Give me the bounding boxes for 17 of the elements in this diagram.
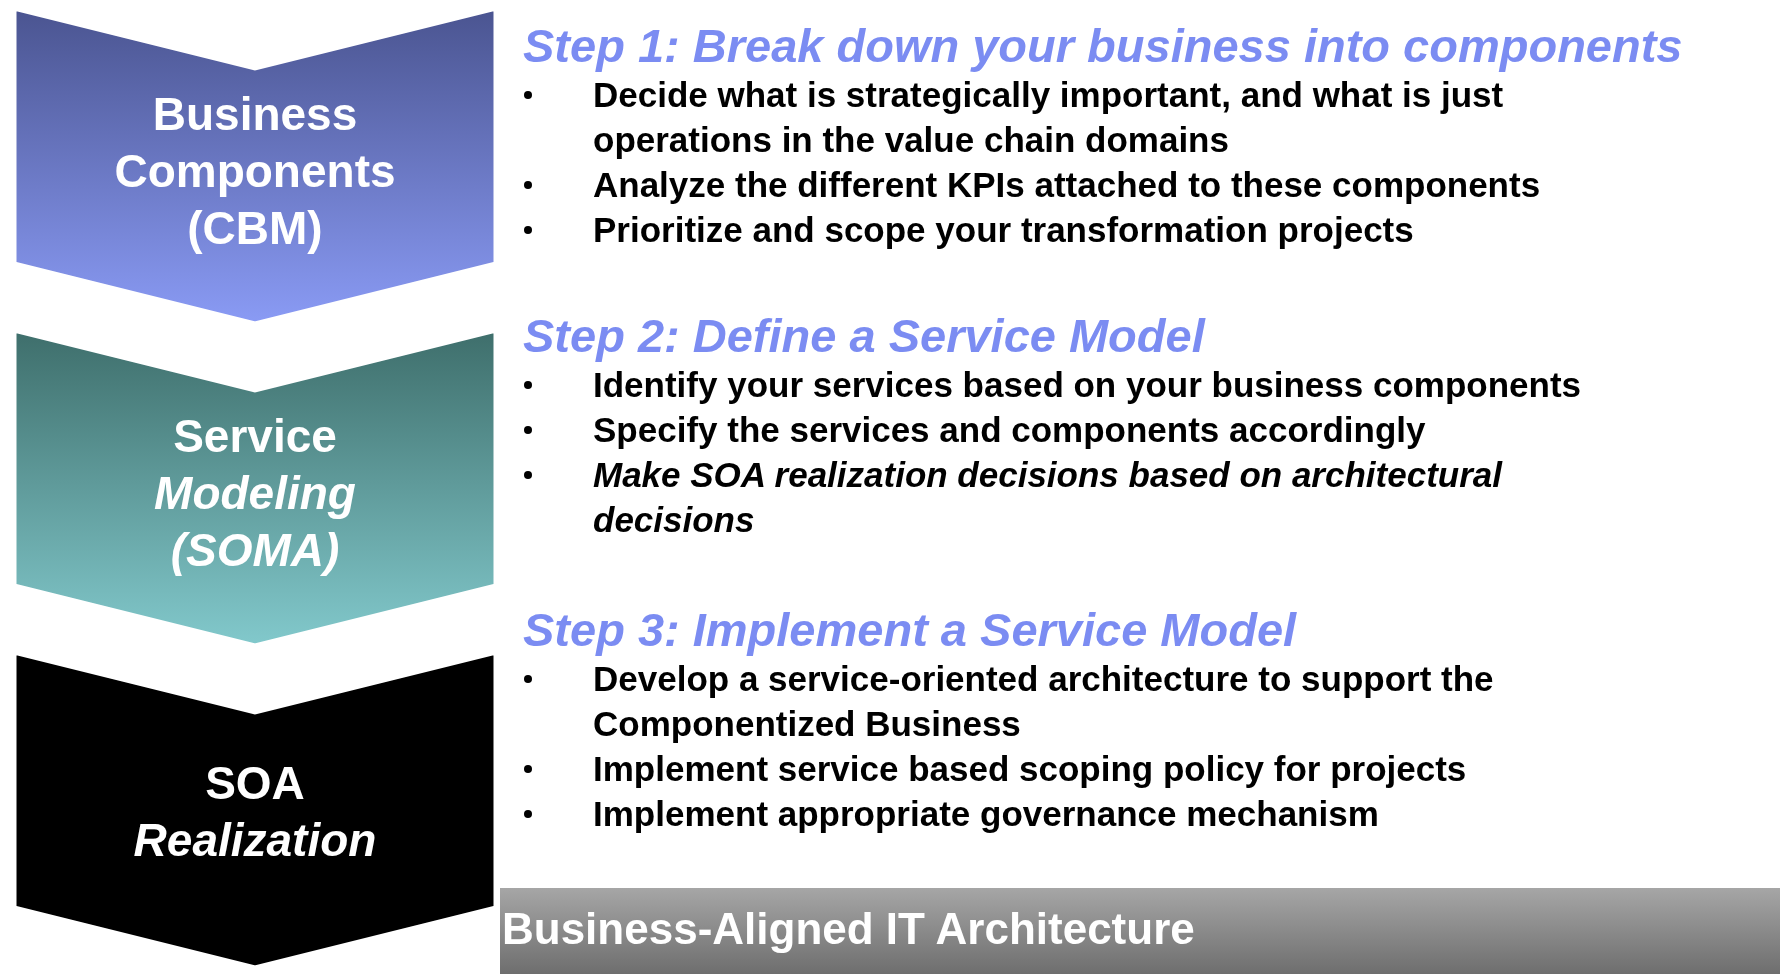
bullet-text: Develop a service-oriented architecture to support the Componentized Business [593,658,1495,745]
chevron-label: Service Modeling (SOMA) [153,409,357,578]
footer-band [500,888,1780,974]
step-heading: Step 2: Define a Service Model [523,310,1205,362]
bullet-text: Specify the services and components accordingly [593,409,1426,451]
chevron-label: Business Components (CBM) [113,87,397,256]
chevron-label: SOA Realization [132,756,378,868]
bullet-text: Implement appropriate governance mechanism [593,793,1379,835]
band-title: Business-Aligned IT Architecture [502,904,1195,954]
bullet-text: Analyze the different KPIs attached to these components [593,164,1541,206]
bullet-text: Prioritize and scope your transformation projects [593,209,1414,251]
step-heading: Step 1: Break down your business into components [523,20,1683,72]
bullet-text: Implement service based scoping policy for projects [593,748,1467,790]
bullet-text: Make SOA realization decisions based on architectural decisions [593,454,1504,541]
bullet-text: Identify your services based on your business components [593,364,1582,406]
bullet-text: Decide what is strategically important, and what is just operations in the value chain domains [593,74,1505,161]
step-heading: Step 3: Implement a Service Model [523,604,1297,656]
